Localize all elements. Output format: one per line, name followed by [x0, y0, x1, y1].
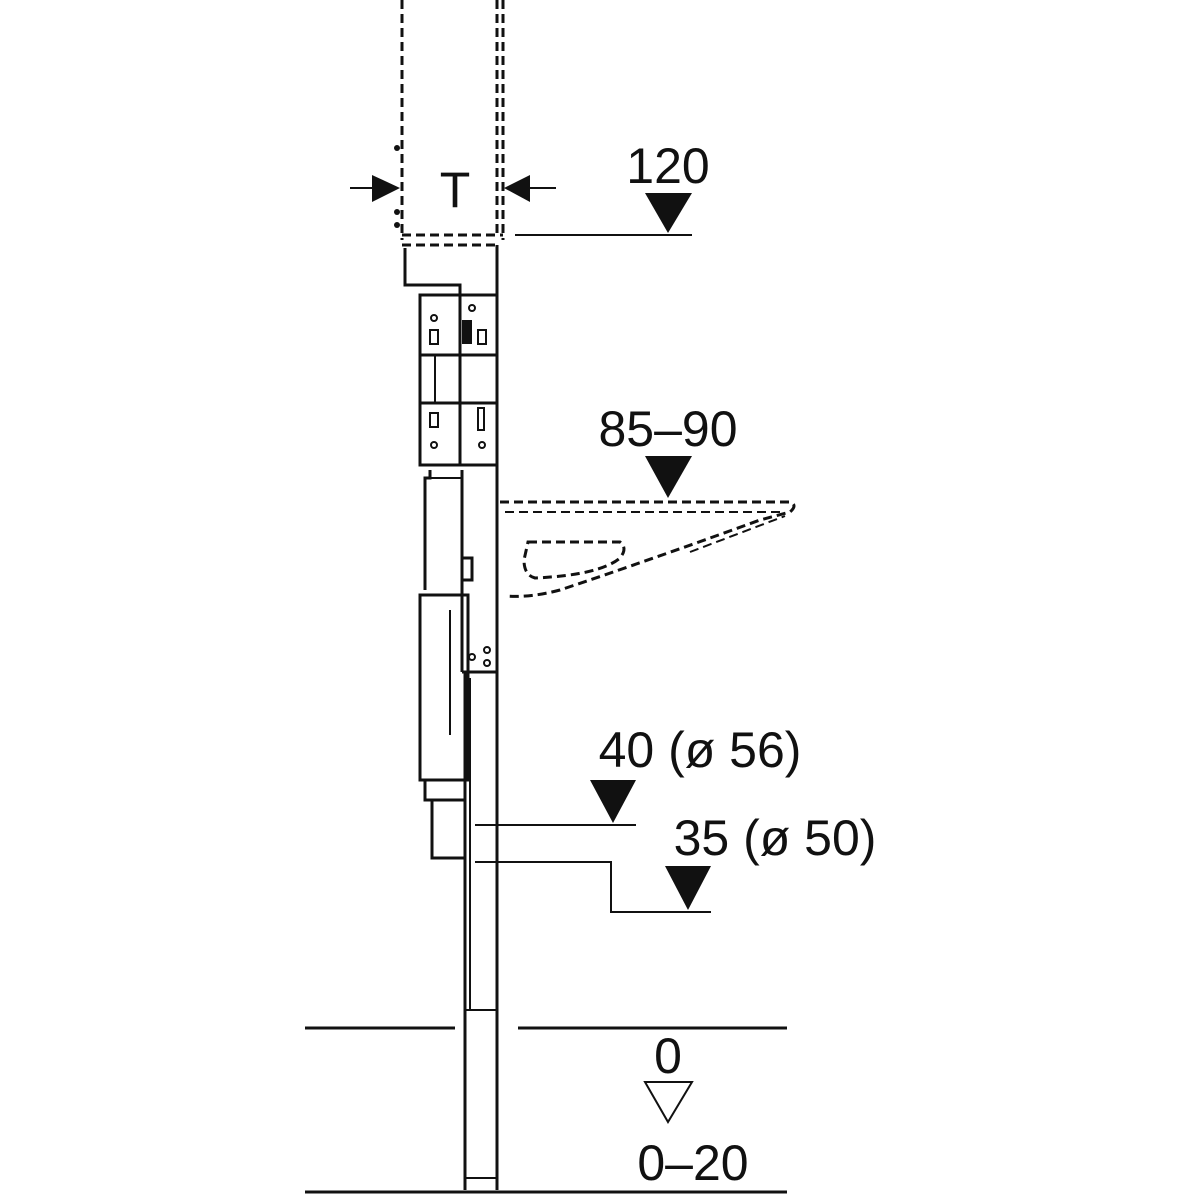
- height-label-drain-high: 40 (ø 56): [599, 722, 802, 778]
- height-label-basin: 85–90: [598, 401, 737, 457]
- height-marker-basin: 85–90: [598, 401, 738, 498]
- frame-extension-dashed: [394, 0, 505, 247]
- arrow-right-icon: [372, 175, 400, 202]
- height-marker-drain-high: 40 (ø 56): [475, 722, 802, 826]
- depth-dimension: T: [350, 162, 556, 218]
- height-marker-drain-low: 35 (ø 50): [475, 810, 877, 913]
- level-triangle-icon: [645, 456, 692, 498]
- height-marker-120: 120: [515, 138, 710, 236]
- installation-frame: [403, 245, 499, 1190]
- floor-level-label: 0: [654, 1028, 682, 1084]
- floor-range-label: 0–20: [637, 1135, 748, 1191]
- washbasin-outline-dashed: [500, 500, 796, 598]
- height-label-120: 120: [626, 138, 709, 194]
- level-triangle-hollow-icon: [643, 1081, 694, 1124]
- level-triangle-icon: [645, 193, 692, 233]
- depth-label: T: [440, 162, 471, 218]
- height-label-drain-low: 35 (ø 50): [674, 810, 877, 866]
- floor-level: 0 0–20: [305, 1026, 787, 1194]
- level-triangle-icon: [665, 866, 711, 910]
- arrow-left-icon: [504, 175, 530, 202]
- level-triangle-icon: [590, 780, 636, 823]
